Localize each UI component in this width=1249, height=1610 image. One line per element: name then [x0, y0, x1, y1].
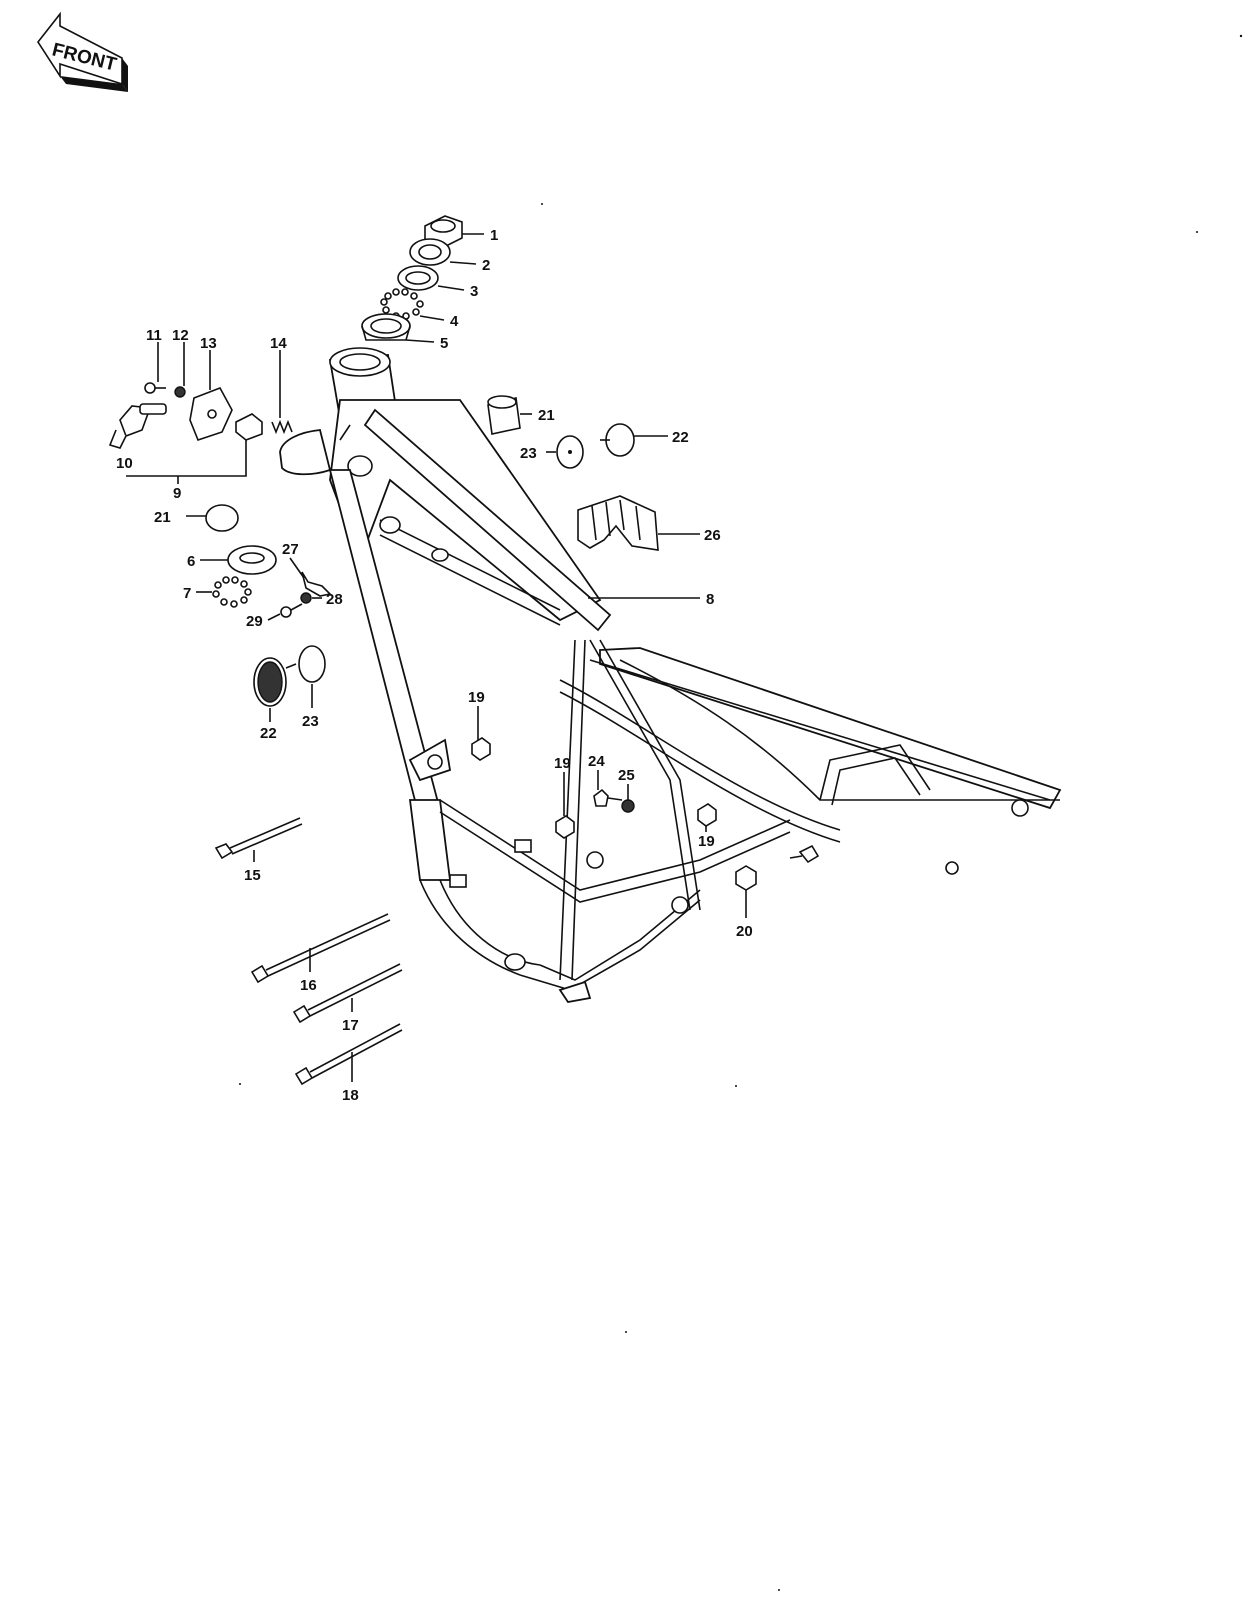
callout-21-right: 21	[538, 407, 555, 424]
nut-small	[300, 592, 312, 604]
callout-4: 4	[450, 313, 459, 330]
callout-29: 29	[246, 613, 263, 630]
callout-10: 10	[116, 455, 133, 472]
bracket-small	[301, 571, 332, 597]
callout-16: 16	[300, 977, 317, 994]
callout-20: 20	[736, 923, 753, 940]
callout-23-right: 23	[520, 445, 537, 462]
nut-19-upper	[471, 737, 491, 761]
leader-lines	[126, 233, 747, 1082]
nut-19-right	[697, 803, 717, 827]
callout-21-left: 21	[154, 509, 171, 526]
dust-washer	[397, 265, 439, 291]
callout-22-right: 22	[672, 429, 689, 446]
steel-balls-lower	[212, 576, 252, 608]
callout-13: 13	[200, 335, 217, 352]
callout-19-left: 19	[554, 755, 571, 772]
scan-specks	[239, 34, 1243, 1591]
callout-18: 18	[342, 1087, 359, 1104]
callout-8: 8	[706, 591, 714, 608]
cap-left	[205, 504, 239, 532]
callout-14: 14	[270, 335, 287, 352]
lock-spring	[271, 419, 293, 435]
bolt-rear	[789, 844, 820, 864]
callout-23-left: 23	[302, 713, 319, 730]
reflector-bolt-right	[600, 423, 635, 457]
callout-17: 17	[342, 1017, 359, 1034]
bolt-16	[250, 913, 391, 984]
rubber-bumper	[577, 495, 659, 551]
bolt-24	[593, 788, 623, 807]
callout-6: 6	[187, 553, 195, 570]
nut-25	[621, 799, 635, 813]
lock-cylinder	[235, 413, 263, 441]
callout-24: 24	[588, 753, 605, 770]
lock-washer	[174, 386, 186, 398]
frame-body	[279, 347, 1062, 1003]
callout-22-left: 22	[260, 725, 277, 742]
callout-2: 2	[482, 257, 490, 274]
bolt-18	[294, 1023, 403, 1086]
callout-15: 15	[244, 867, 261, 884]
ignition-key-set	[108, 403, 167, 449]
nut-20	[735, 865, 757, 891]
callout-26: 26	[704, 527, 721, 544]
callout-19-right: 19	[698, 833, 715, 850]
callout-28: 28	[326, 591, 343, 608]
lock-plate	[189, 387, 233, 441]
callout-3: 3	[470, 283, 478, 300]
washer-left	[298, 645, 326, 683]
reflector-left	[253, 657, 297, 707]
bolt-15	[214, 817, 303, 860]
lower-inner-race	[227, 545, 277, 575]
callout-labels: 1 2 3 4 5 6 7 8 9 10 11 12 13 14 15 16 1…	[116, 227, 753, 1104]
front-arrow-icon: FRONT	[37, 11, 128, 92]
cap-upper-right	[487, 395, 521, 435]
bolt-small	[280, 603, 303, 618]
callout-25: 25	[618, 767, 635, 784]
callout-12: 12	[172, 327, 189, 344]
callout-9: 9	[173, 485, 181, 502]
upper-outer-race	[361, 313, 411, 341]
upper-race-cone	[409, 238, 451, 266]
nut-19-left	[555, 815, 575, 839]
callout-27: 27	[282, 541, 299, 558]
callout-5: 5	[440, 335, 448, 352]
callout-19-upper: 19	[468, 689, 485, 706]
bolt-17	[292, 963, 403, 1024]
callout-7: 7	[183, 585, 191, 602]
washer-right	[556, 435, 584, 469]
screw-small	[144, 382, 166, 394]
callout-11: 11	[146, 327, 162, 344]
callout-1: 1	[490, 227, 498, 244]
